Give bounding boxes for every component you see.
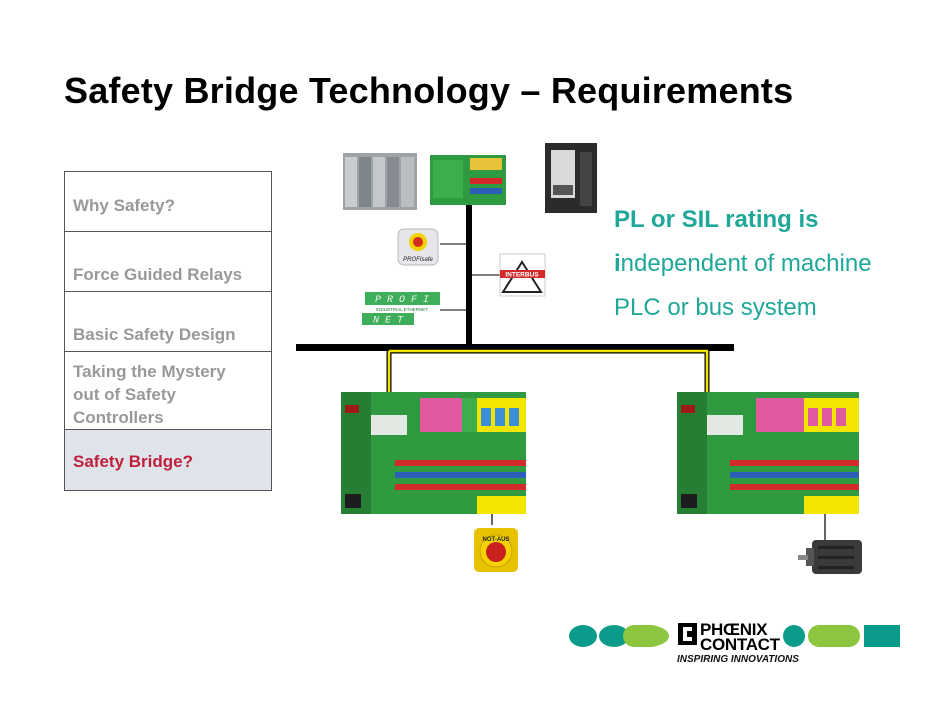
interbus-label: INTERBUS bbox=[505, 272, 539, 279]
green-controller-image bbox=[430, 155, 506, 205]
brand-name-line-1: PHŒNIX bbox=[700, 620, 768, 639]
statement-line-2-rest: ndependent of machine bbox=[620, 250, 872, 277]
statement-line-1: PL or SIL rating is bbox=[614, 206, 819, 233]
nav-item-label-line: out of Safety bbox=[73, 385, 176, 404]
profinet-logo: P R O F I INDUSTRIAL ETHERNET N E T bbox=[362, 292, 440, 327]
nav-item-label-line: Taking the Mystery bbox=[73, 362, 226, 381]
nav-item-label: Why Safety? bbox=[73, 196, 176, 215]
nav-item-force-guided-relays[interactable]: Force Guided Relays bbox=[65, 232, 271, 292]
io-station-right bbox=[677, 392, 859, 514]
profinet-sub-text: INDUSTRIAL ETHERNET bbox=[376, 307, 428, 312]
interbus-logo: INTERBUS bbox=[499, 253, 546, 297]
nav-item-label: Safety Bridge? bbox=[73, 452, 193, 471]
brand-name-line-2: CONTACT bbox=[700, 635, 780, 654]
profisafe-logo: PROFIsafe bbox=[397, 228, 439, 266]
nav-item-label: Basic Safety Design bbox=[73, 325, 236, 344]
main-bus-line bbox=[296, 344, 734, 351]
nav-item-label: Taking the Mystery out of Safety Control… bbox=[73, 360, 226, 429]
nav-item-label-line: Controllers bbox=[73, 408, 164, 427]
profinet-top-text: P R O F I bbox=[375, 295, 429, 306]
nav-item-basic-safety-design[interactable]: Basic Safety Design bbox=[65, 292, 271, 352]
slide-title: Safety Bridge Technology – Requirements bbox=[64, 70, 794, 111]
brand-logo: PHŒNIX CONTACT bbox=[700, 620, 812, 654]
nav-item-label: Force Guided Relays bbox=[73, 265, 243, 284]
industrial-pc-image bbox=[545, 143, 597, 213]
motor-image bbox=[798, 540, 862, 574]
brand-tagline: INSPIRING INNOVATIONS bbox=[677, 654, 799, 665]
section-nav: Why Safety? Force Guided Relays Basic Sa… bbox=[64, 171, 272, 491]
io-station-left bbox=[341, 392, 526, 514]
emergency-stop-image: NOT-AUS bbox=[474, 528, 518, 572]
profinet-bottom-text: N E T bbox=[373, 316, 404, 327]
nav-item-why-safety[interactable]: Why Safety? bbox=[65, 172, 271, 232]
statement-initial: i bbox=[614, 250, 621, 277]
brand-bar bbox=[569, 623, 900, 647]
nav-item-safety-bridge[interactable]: Safety Bridge? bbox=[65, 430, 271, 490]
statement-line-3: PLC or bus system bbox=[614, 294, 817, 321]
profisafe-label: PROFIsafe bbox=[403, 257, 433, 263]
requirement-statement: PL or SIL rating is independent of machi… bbox=[614, 198, 872, 330]
plc-rack-image bbox=[343, 153, 417, 210]
estop-label: NOT-AUS bbox=[483, 537, 510, 543]
nav-item-taking-the-mystery[interactable]: Taking the Mystery out of Safety Control… bbox=[65, 352, 271, 430]
statement-line-2: independent of machine bbox=[614, 242, 872, 286]
